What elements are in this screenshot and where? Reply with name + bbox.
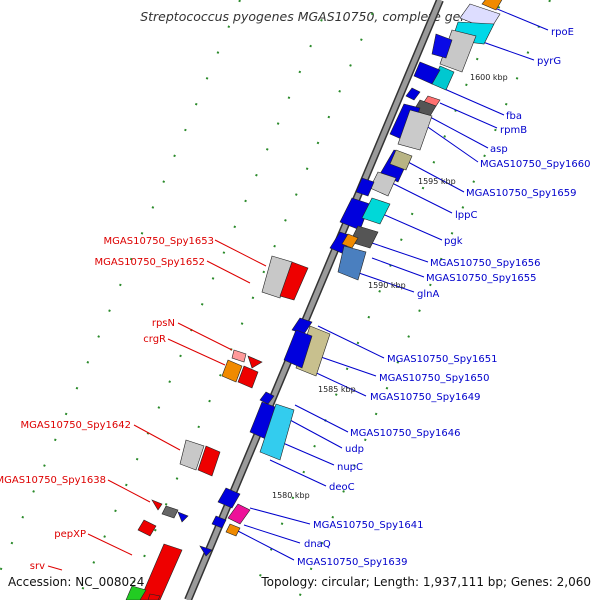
reverse-gene-labels: MGAS10750_Spy1653 MGAS10750_Spy1652 rpsN…: [0, 236, 214, 572]
gene-label-udp[interactable]: udp: [345, 444, 364, 455]
gene-label-spy1650[interactable]: MGAS10750_Spy1650: [379, 373, 489, 384]
scale-tick-label: 1595 kbp: [418, 177, 456, 186]
map-title: Streptococcus pyogenes MGAS10750, comple…: [140, 9, 496, 24]
reverse-gene-blocks: [125, 255, 309, 601]
track-line: [249, 0, 503, 601]
gene-label-rpoE[interactable]: rpoE: [551, 27, 574, 38]
scale-ticks: 1600 kbp 1595 kbp 1590 kbp 1585 kbp 1580…: [272, 73, 508, 500]
accession-text: Accession: NC_008024: [8, 575, 144, 589]
scale-tick-label: 1585 kbp: [318, 385, 356, 394]
backbone-line: [185, 0, 443, 601]
gene-label-crgR[interactable]: crgR: [143, 334, 166, 345]
gene-label-rpsN[interactable]: rpsN: [152, 318, 175, 329]
gene-label-spy1642[interactable]: MGAS10750_Spy1642: [21, 420, 131, 431]
gene-label-spy1659[interactable]: MGAS10750_Spy1659: [466, 188, 576, 199]
gene-label-pgk[interactable]: pgk: [444, 236, 463, 247]
gene-label-spy1646[interactable]: MGAS10750_Spy1646: [350, 428, 460, 439]
gene-label-glnA[interactable]: glnA: [417, 289, 439, 300]
gene-label-spy1649[interactable]: MGAS10750_Spy1649: [370, 392, 480, 403]
scale-tick-label: 1580 kbp: [272, 491, 310, 500]
gene-label-spy1638[interactable]: MGAS10750_Spy1638: [0, 475, 106, 486]
scale-tick-label: 1600 kbp: [470, 73, 508, 82]
gene-label-dnaQ[interactable]: dnaQ: [304, 539, 331, 550]
track-line: [0, 0, 241, 575]
forward-gene-blocks: [199, 0, 503, 557]
gene-label-spy1653[interactable]: MGAS10750_Spy1653: [104, 236, 214, 247]
gene-label-spy1641[interactable]: MGAS10750_Spy1641: [313, 520, 423, 531]
topology-summary: Topology: circular; Length: 1,937,111 bp…: [260, 575, 591, 589]
gene-label-lppC[interactable]: lppC: [455, 210, 477, 221]
gene-label-fba[interactable]: fba: [506, 111, 522, 122]
gene-label-spy1656[interactable]: MGAS10750_Spy1656: [430, 258, 540, 269]
gene-label-spy1655[interactable]: MGAS10750_Spy1655: [426, 273, 536, 284]
gene-label-spy1639[interactable]: MGAS10750_Spy1639: [297, 557, 407, 568]
forward-label-connectors: [235, 5, 549, 561]
gene-label-pepXP[interactable]: pepXP: [54, 529, 86, 540]
track-lines: [0, 0, 551, 601]
gene-label-spy1651[interactable]: MGAS10750_Spy1651: [387, 354, 497, 365]
scale-tick-label: 1590 kbp: [368, 281, 406, 290]
gene-label-nupC[interactable]: nupC: [337, 462, 363, 473]
forward-gene-labels: rpoE pyrG fba rpmB asp MGAS10750_Spy1660…: [297, 27, 590, 568]
gene-label-pyrG[interactable]: pyrG: [537, 56, 561, 67]
gene-label-deoC[interactable]: deoC: [329, 482, 355, 493]
gene-label-rpmB[interactable]: rpmB: [500, 125, 527, 136]
gene-label-srv[interactable]: srv: [30, 561, 45, 572]
gene-label-spy1652[interactable]: MGAS10750_Spy1652: [95, 257, 205, 268]
reverse-label-connectors: [47, 239, 267, 571]
track-line: [297, 0, 551, 601]
gene-label-spy1660[interactable]: MGAS10750_Spy1660: [480, 159, 590, 170]
track-line: [77, 0, 331, 601]
gene-label-asp[interactable]: asp: [490, 144, 508, 155]
